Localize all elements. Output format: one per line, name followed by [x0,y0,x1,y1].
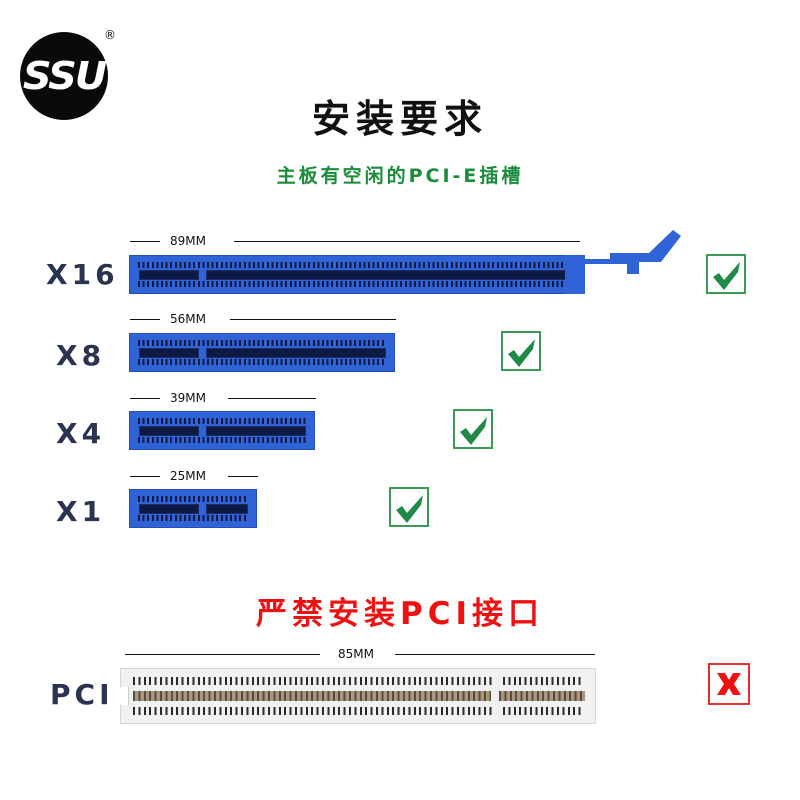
registered-mark: ® [104,28,116,42]
check-icon-x16 [706,254,746,294]
slot-label-x1: X1 [56,495,106,528]
pcie-x16-slot [129,255,581,294]
check-icon-x1 [389,487,429,527]
dimension-x4: 39MM [130,391,316,405]
slot-label-x8: X8 [56,339,106,372]
page-title: 安装要求 [311,97,488,141]
slot-latch [565,230,681,294]
dimension-pci: 85MM [125,647,595,661]
slot-label-x4: X4 [56,417,106,450]
x-icon-pci [708,663,750,705]
brand-logo: SSU [20,32,108,120]
slot-label-x16: X16 [46,258,119,291]
page-subtitle: 主板有空闲的PCI-E插槽 [276,165,524,187]
dimension-x8: 56MM [130,312,396,326]
slot-label-pci: PCI [50,678,114,711]
dimension-x16: 89MM [130,234,580,248]
pcie-x8-slot [129,333,395,372]
pci-slot [120,668,596,724]
check-icon-x4 [453,409,493,449]
pcie-x4-slot [129,411,315,450]
dimension-x1: 25MM [130,469,258,483]
check-icon-x8 [501,331,541,371]
pcie-x1-slot [129,489,257,528]
forbidden-heading: 严禁安装PCI接口 [255,596,544,632]
brand-logo-text: SSU [22,54,107,98]
